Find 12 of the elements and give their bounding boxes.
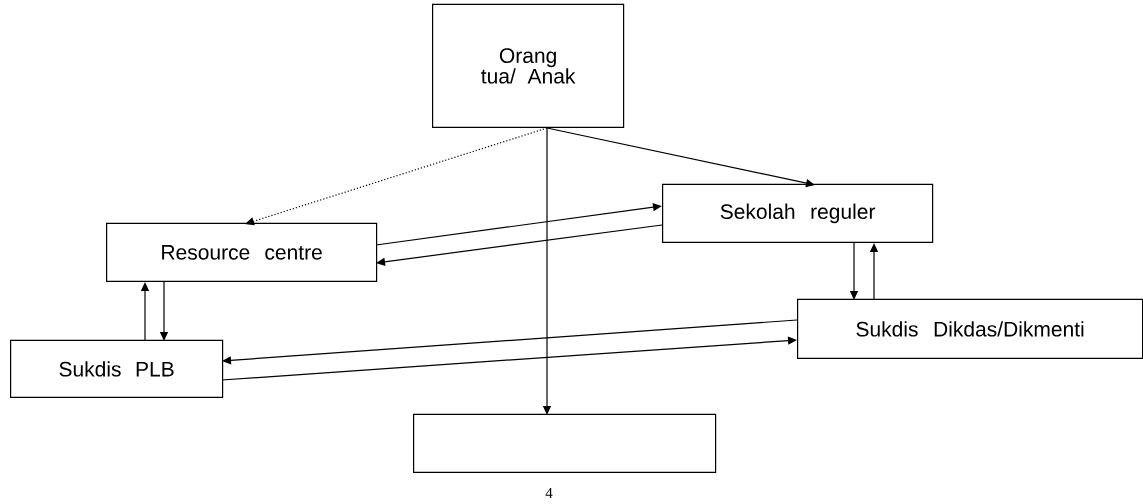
process-box: Orang tua/ Anak <box>432 3 625 128</box>
process-box: Resource centre <box>106 222 378 282</box>
page-number: 4 <box>545 488 553 498</box>
arrow <box>376 224 663 266</box>
arrow <box>221 336 797 381</box>
arrow <box>222 319 798 365</box>
empty-box <box>413 413 717 473</box>
process-box: Sekolah reguler <box>662 183 934 243</box>
process-box: Sukdis Dikdas/Dikmenti <box>797 298 1143 359</box>
arrow <box>375 203 662 246</box>
dotted-arrow <box>245 127 548 226</box>
process-box: Sukdis PLB <box>10 339 224 398</box>
